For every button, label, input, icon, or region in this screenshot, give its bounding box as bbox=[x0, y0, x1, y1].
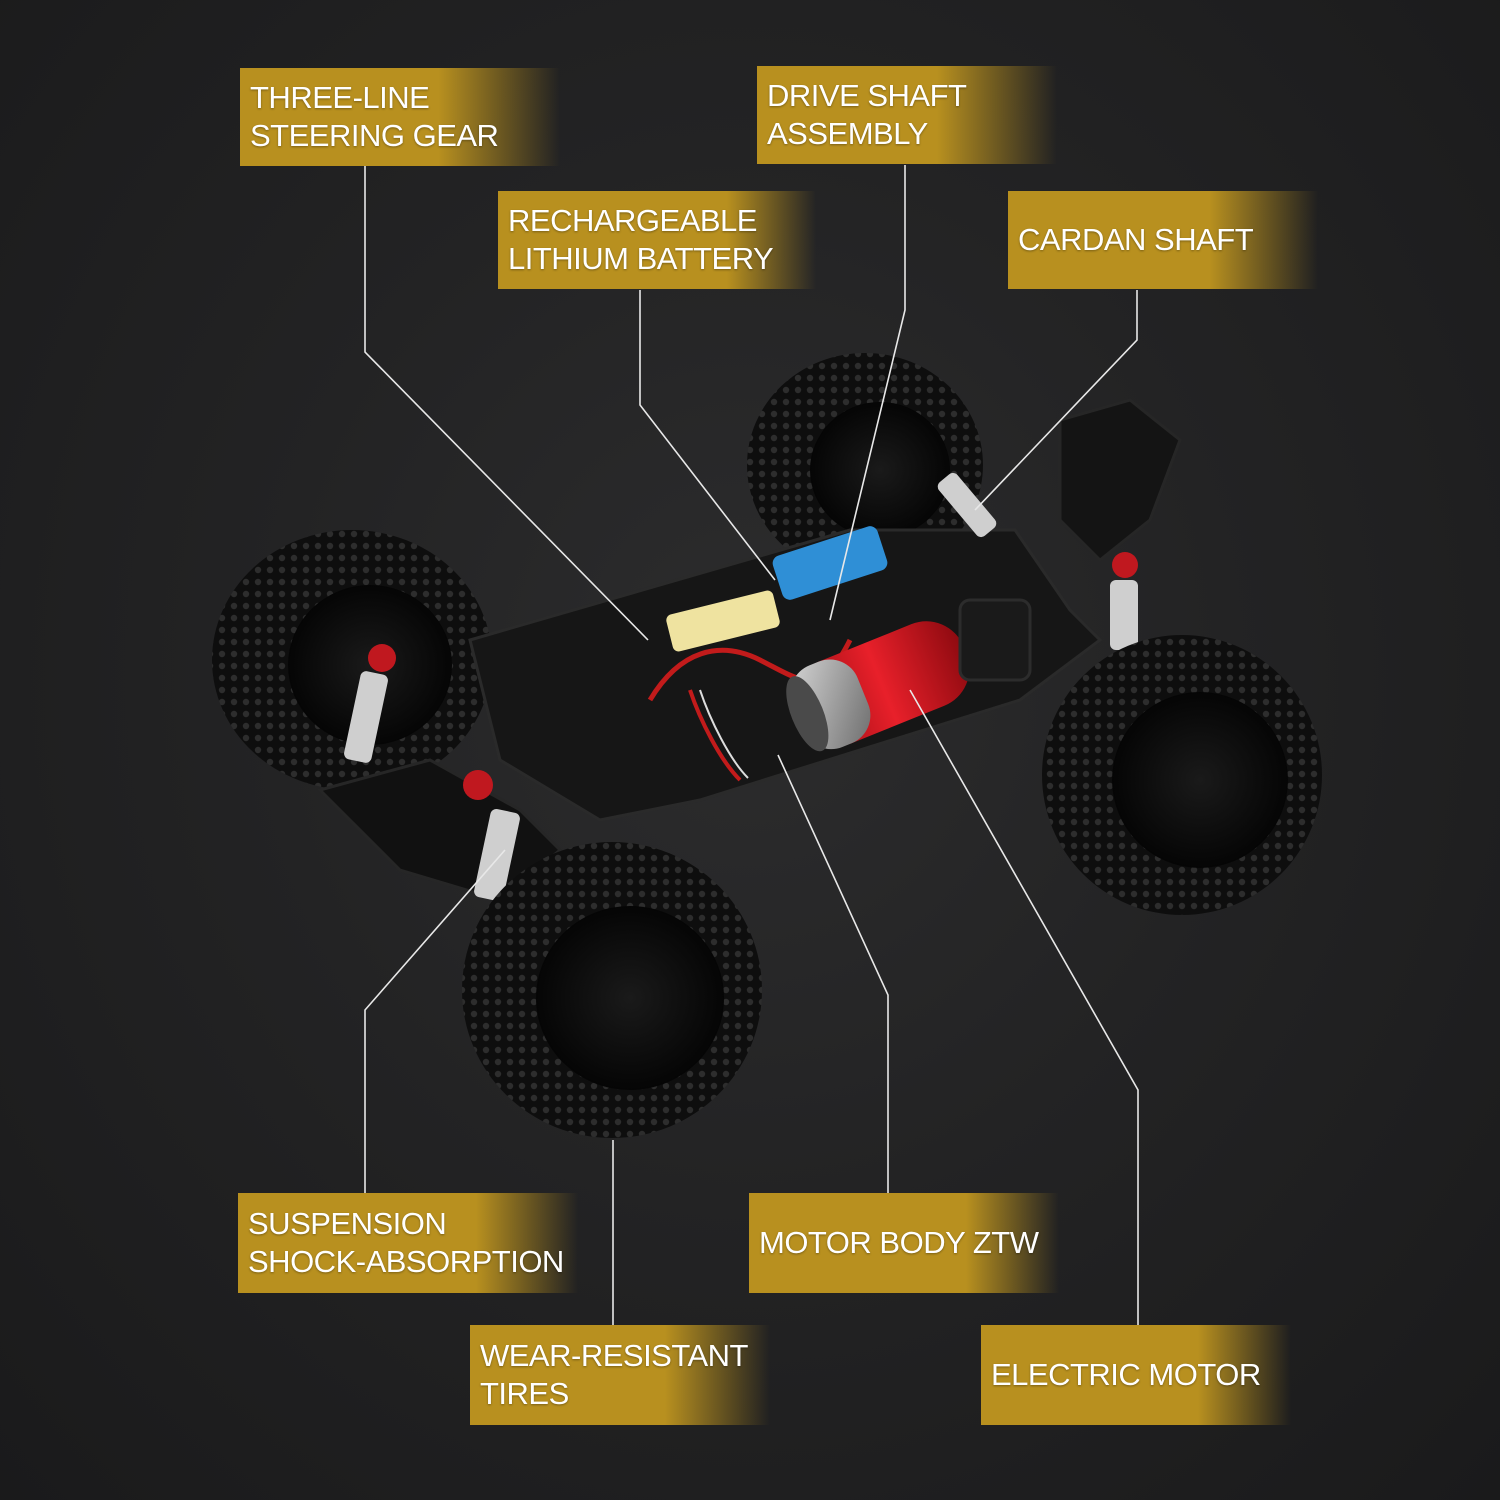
label-cardan-shaft: CARDAN SHAFT bbox=[1008, 191, 1318, 289]
label-battery: RECHARGEABLE LITHIUM BATTERY bbox=[498, 191, 816, 289]
label-battery-line2: LITHIUM BATTERY bbox=[508, 241, 774, 276]
leader-steering bbox=[364, 166, 649, 641]
label-battery-line1: RECHARGEABLE bbox=[508, 203, 757, 238]
rear-shock-tower bbox=[1058, 398, 1182, 563]
gearbox bbox=[958, 598, 1032, 682]
battery-pack bbox=[772, 526, 888, 600]
front-right-tire bbox=[462, 842, 762, 1138]
label-electric-motor: ELECTRIC MOTOR bbox=[981, 1325, 1291, 1425]
leader-suspension bbox=[364, 849, 506, 1193]
esc-module bbox=[666, 590, 780, 652]
leader-cardan bbox=[974, 290, 1138, 511]
label-steering-line2: STEERING GEAR bbox=[250, 118, 499, 153]
electric-motor-can bbox=[786, 621, 970, 752]
front-shock-left bbox=[344, 644, 396, 763]
label-tires: WEAR-RESISTANT TIRES bbox=[470, 1325, 770, 1425]
label-suspension-line2: SHOCK-ABSORPTION bbox=[248, 1244, 564, 1279]
rear-shock-right bbox=[1110, 552, 1138, 650]
rear-right-tire bbox=[1042, 635, 1322, 915]
label-steering-line1: THREE-LINE bbox=[250, 80, 430, 115]
label-suspension: SUSPENSION SHOCK-ABSORPTION bbox=[238, 1193, 578, 1293]
label-motor-body: MOTOR BODY ZTW bbox=[749, 1193, 1059, 1293]
label-motor-body-text: MOTOR BODY ZTW bbox=[759, 1225, 1039, 1260]
label-tires-line2: TIRES bbox=[480, 1376, 569, 1411]
label-tires-line1: WEAR-RESISTANT bbox=[480, 1338, 749, 1373]
leader-lines bbox=[364, 165, 1139, 1325]
label-electric-motor-text: ELECTRIC MOTOR bbox=[991, 1357, 1261, 1392]
leader-drive-shaft bbox=[829, 165, 906, 621]
leader-motor-body bbox=[777, 754, 889, 1193]
leader-battery bbox=[639, 290, 776, 581]
leader-electric-motor bbox=[909, 689, 1139, 1325]
front-shock-right bbox=[463, 770, 520, 902]
label-drive-shaft-line1: DRIVE SHAFT bbox=[767, 78, 967, 113]
label-drive-shaft-line2: ASSEMBLY bbox=[767, 116, 928, 151]
label-drive-shaft: DRIVE SHAFT ASSEMBLY bbox=[757, 66, 1057, 164]
rear-shock-left bbox=[937, 472, 997, 538]
label-steering-gear: THREE-LINE STEERING GEAR bbox=[240, 68, 560, 166]
label-cardan-text: CARDAN SHAFT bbox=[1018, 222, 1254, 257]
label-suspension-line1: SUSPENSION bbox=[248, 1206, 447, 1241]
rear-left-tire bbox=[747, 353, 983, 577]
